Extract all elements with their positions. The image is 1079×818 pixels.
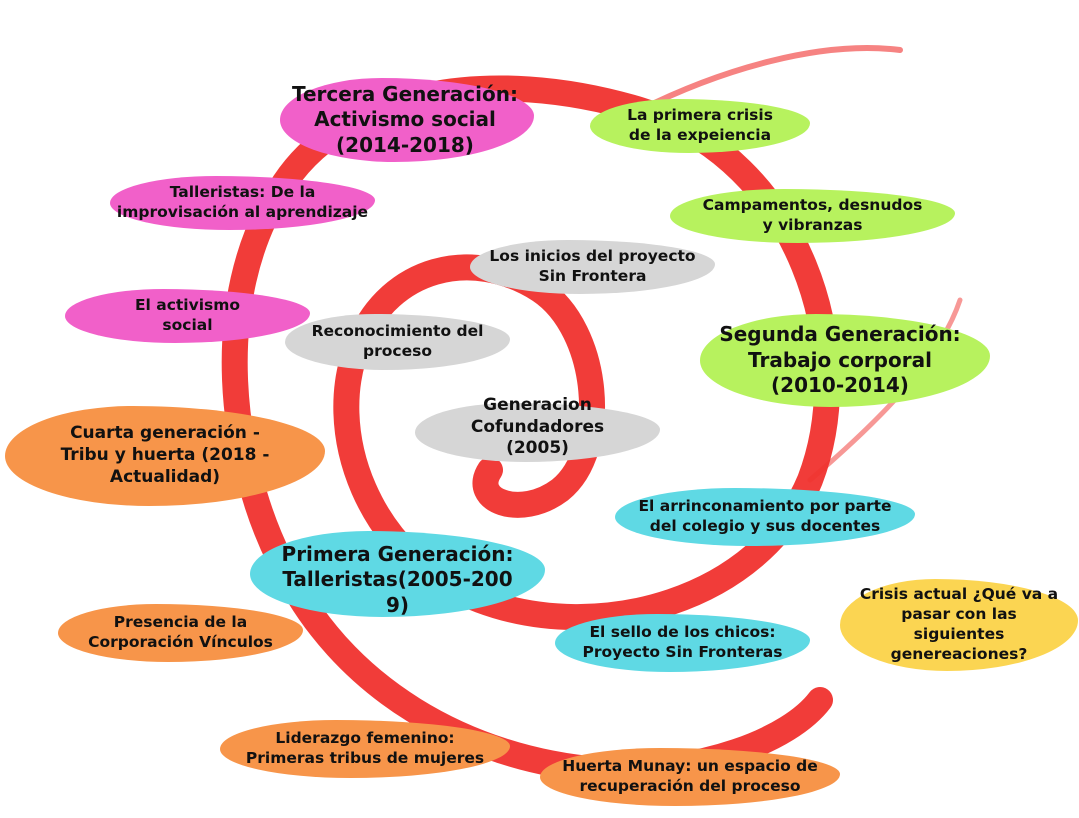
node-inicios-proyecto: Los inicios del proyecto Sin Frontera [470, 236, 715, 298]
spiral-stroke-texture [637, 45, 903, 113]
node-text: Liderazgo femenino: Primeras tribus de m… [245, 729, 485, 767]
node-generacion-cofundadores: Generacion Cofundadores (2005) [415, 375, 660, 480]
node-text: Talleristas: De la improvisación al apre… [116, 183, 369, 221]
node-text: Tercera Generación: Activismo social (20… [292, 81, 518, 157]
node-primera-generacion: Primera Generación: Talleristas(2005-200… [250, 525, 545, 635]
node-campamentos: Campamentos, desnudos y vibranzas [670, 185, 955, 247]
node-primera-crisis: La primera crisis de la expeiencia [590, 95, 810, 157]
node-text: Primera Generación: Talleristas(2005-200… [281, 541, 514, 617]
node-text: El arrinconamiento por parte del colegio… [638, 497, 892, 535]
green-brush [590, 99, 810, 153]
orange-brush [220, 720, 510, 778]
node-text: Reconocimiento del proceso [311, 322, 484, 360]
pink-brush [65, 289, 310, 343]
node-text: Huerta Munay: un espacio de recuperación… [562, 757, 818, 795]
node-liderazgo-femenino: Liderazgo femenino: Primeras tribus de m… [220, 716, 510, 782]
node-text: El sello de los chicos: Proyecto Sin Fro… [582, 623, 783, 661]
node-text: Los inicios del proyecto Sin Frontera [489, 247, 696, 285]
cyan-brush [555, 614, 810, 672]
node-text: Generacion Cofundadores (2005) [470, 394, 605, 459]
cyan-brush [615, 488, 915, 546]
node-text: El activismo social [134, 296, 241, 334]
node-huerta-munay: Huerta Munay: un espacio de recuperación… [540, 744, 840, 810]
gray-brush [285, 314, 510, 370]
green-brush [700, 314, 990, 407]
green-brush [670, 189, 955, 243]
pink-brush [280, 78, 534, 162]
node-text: Campamentos, desnudos y vibranzas [702, 196, 923, 234]
pink-brush [110, 176, 375, 230]
orange-brush [540, 748, 840, 806]
node-tercera-generacion: Tercera Generación: Activismo social (20… [270, 70, 540, 170]
cyan-brush [250, 531, 545, 617]
node-segunda-generacion: Segunda Generación: Trabajo corporal (20… [690, 308, 990, 413]
node-text: Presencia de la Corporación Vínculos [88, 613, 273, 651]
node-text: La primera crisis de la expeiencia [627, 106, 773, 144]
node-text: Cuarta generación - Tribu y huerta (2018… [60, 423, 270, 487]
node-presencia-corporacion: Presencia de la Corporación Vínculos [58, 600, 303, 666]
gray-brush [415, 403, 660, 462]
gray-brush [470, 240, 715, 294]
node-crisis-actual: Crisis actual ¿Qué va a pasar con las si… [840, 575, 1078, 675]
node-text: Crisis actual ¿Qué va a pasar con las si… [859, 585, 1059, 663]
node-reconocimiento: Reconocimiento del proceso [285, 310, 510, 374]
node-sello-chicos: El sello de los chicos: Proyecto Sin Fro… [555, 610, 810, 676]
node-talleristas-improvisacion: Talleristas: De la improvisación al apre… [100, 172, 385, 234]
orange-brush [5, 406, 325, 506]
node-text: Segunda Generación: Trabajo corporal (20… [719, 322, 961, 398]
node-activismo-social: El activismo social [65, 283, 310, 349]
node-cuarta-generacion: Cuarta generación - Tribu y huerta (2018… [5, 400, 325, 512]
node-arrinconamiento: El arrinconamiento por parte del colegio… [615, 484, 915, 550]
orange-brush [58, 604, 303, 662]
yellow-brush [840, 579, 1078, 671]
